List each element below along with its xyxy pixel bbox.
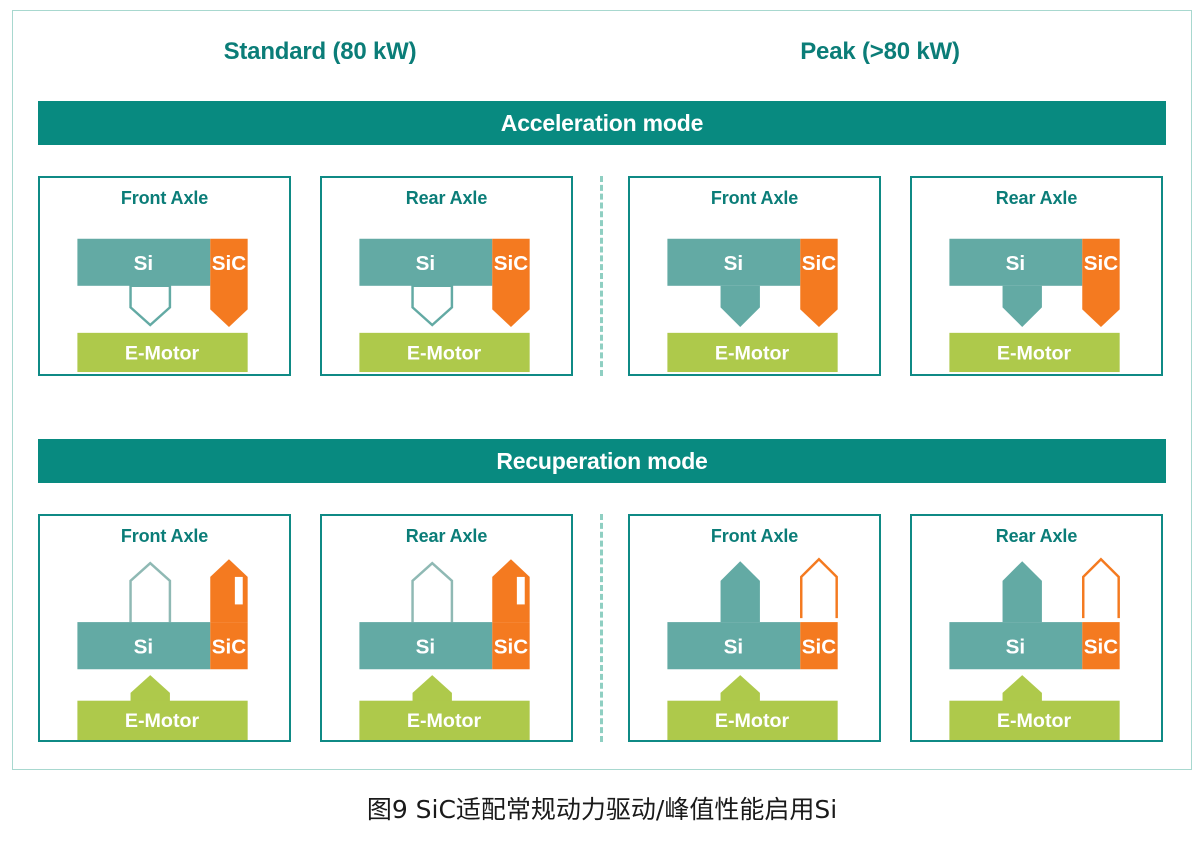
column-divider-acceleration bbox=[600, 176, 603, 376]
panel-recup-standard-rear[interactable]: Rear Axle Si SiC E-Motor bbox=[320, 514, 573, 742]
motor-label: E-Motor bbox=[997, 342, 1072, 364]
si-label: Si bbox=[1006, 252, 1026, 275]
panel-title: Front Axle bbox=[120, 526, 209, 546]
si-label: Si bbox=[134, 252, 154, 275]
motor-label: E-Motor bbox=[715, 342, 790, 364]
mode-bar-acceleration-label: Acceleration mode bbox=[500, 109, 704, 136]
sic-label: SiC bbox=[494, 636, 529, 659]
panel-title: Rear Axle bbox=[995, 526, 1078, 546]
sic-label: SiC bbox=[212, 252, 247, 275]
panel-recup-standard-front[interactable]: Front Axle Si SiC E-Motor bbox=[38, 514, 291, 742]
motor-label: E-Motor bbox=[997, 710, 1072, 732]
panel-title: Front Axle bbox=[710, 188, 799, 208]
panel-title: Rear Axle bbox=[995, 188, 1078, 208]
panel-diagram: Si SiC E-Motor bbox=[912, 178, 1161, 374]
mode-bar-recuperation: Recuperation mode bbox=[38, 439, 1166, 483]
panel-accel-peak-front[interactable]: Front Axle Si SiC E-Motor bbox=[628, 176, 881, 376]
motor-label: E-Motor bbox=[407, 342, 482, 364]
motor-label: E-Motor bbox=[125, 710, 200, 732]
si-label: Si bbox=[724, 252, 744, 275]
panel-title: Front Axle bbox=[710, 526, 799, 546]
sic-label: SiC bbox=[802, 636, 837, 659]
sic-label: SiC bbox=[802, 252, 837, 275]
si-label: Si bbox=[724, 636, 744, 659]
panel-title: Rear Axle bbox=[405, 526, 488, 546]
si-label: Si bbox=[416, 252, 436, 275]
panel-diagram: Si SiC E-Motor bbox=[630, 178, 879, 374]
motor-label: E-Motor bbox=[715, 710, 790, 732]
panel-title: Front Axle bbox=[120, 188, 209, 208]
panel-diagram: Si SiC E-Motor bbox=[322, 516, 571, 740]
panel-diagram: Si SiC E-Motor bbox=[912, 516, 1161, 740]
panel-diagram: Si SiC E-Motor bbox=[630, 516, 879, 740]
panel-title: Rear Axle bbox=[405, 188, 488, 208]
si-label: Si bbox=[134, 636, 154, 659]
si-label: Si bbox=[416, 636, 436, 659]
sic-label: SiC bbox=[212, 636, 247, 659]
mode-bar-recuperation-label: Recuperation mode bbox=[496, 447, 708, 474]
si-label: Si bbox=[1006, 636, 1026, 659]
panel-diagram: Si SiC E-Motor bbox=[40, 516, 289, 740]
figure-caption: 图9 SiC适配常规动力驱动/峰值性能启用Si bbox=[366, 795, 838, 824]
panel-accel-standard-front[interactable]: Front Axle Si SiC E-Motor bbox=[38, 176, 291, 376]
panel-accel-standard-rear[interactable]: Rear Axle Si SiC E-Motor bbox=[320, 176, 573, 376]
panel-accel-peak-rear[interactable]: Rear Axle Si SiC E-Motor bbox=[910, 176, 1163, 376]
sic-label: SiC bbox=[494, 252, 529, 275]
column-heading-standard: Standard (80 kW) bbox=[223, 38, 417, 65]
motor-label: E-Motor bbox=[407, 710, 482, 732]
panel-recup-peak-rear[interactable]: Rear Axle Si SiC E-Motor bbox=[910, 514, 1163, 742]
column-divider-recuperation bbox=[600, 514, 603, 742]
panel-diagram: Si SiC E-Motor bbox=[40, 178, 289, 374]
mode-bar-acceleration: Acceleration mode bbox=[38, 101, 1166, 145]
panel-recup-peak-front[interactable]: Front Axle Si SiC E-Motor bbox=[628, 514, 881, 742]
panel-diagram: Si SiC E-Motor bbox=[322, 178, 571, 374]
motor-label: E-Motor bbox=[125, 342, 200, 364]
sic-label: SiC bbox=[1084, 636, 1119, 659]
column-heading-peak: Peak (>80 kW) bbox=[800, 38, 960, 65]
column-headings: Standard (80 kW) Peak (>80 kW) bbox=[0, 38, 1204, 82]
sic-label: SiC bbox=[1084, 252, 1119, 275]
